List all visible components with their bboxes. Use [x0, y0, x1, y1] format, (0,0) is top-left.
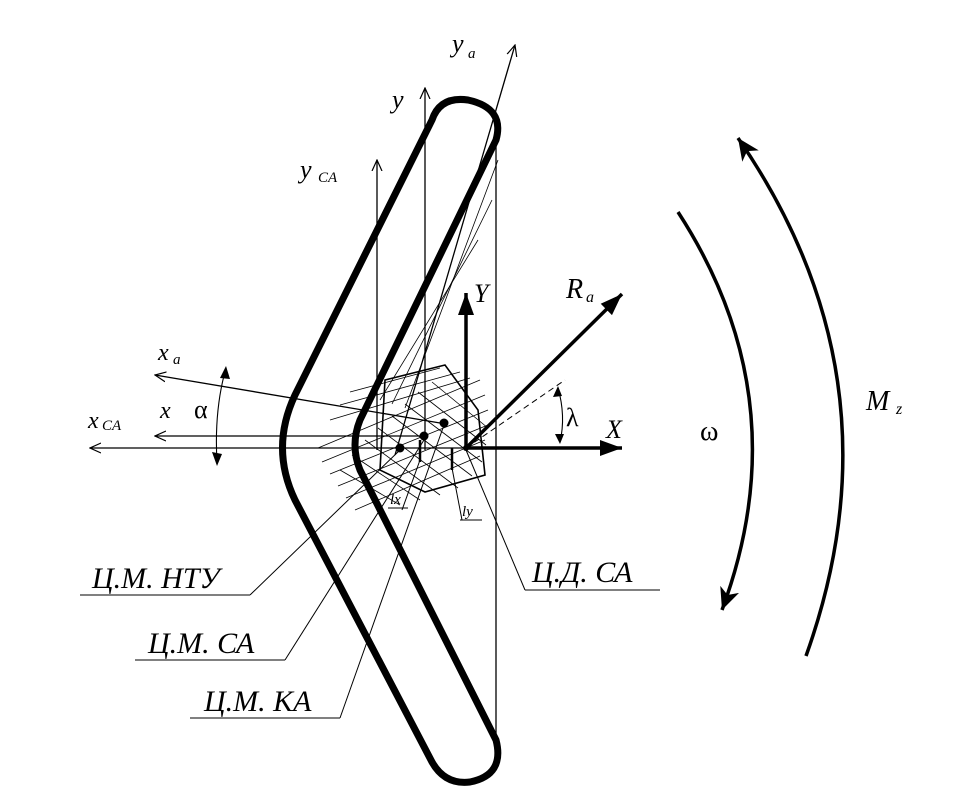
x-ca-label-sub: CA	[102, 418, 122, 434]
callout-cd-ca: Ц.Д. СА	[531, 556, 633, 589]
hatch-lines	[317, 159, 499, 511]
Y-label: Y	[474, 279, 491, 308]
X-label: X	[605, 415, 623, 444]
center-of-mass-ntu-dot	[395, 443, 405, 453]
y-a-label-sub: a	[468, 46, 476, 62]
Mz-label-sub: z	[895, 401, 903, 418]
x-a-axis	[155, 375, 441, 424]
ly-leader	[451, 467, 463, 521]
lambda-arc-arrow-top	[553, 386, 562, 397]
omega-rotation-arrow	[676, 211, 755, 611]
ly-label: ly	[462, 504, 473, 520]
alpha-label: α	[194, 395, 208, 424]
center-of-mass-ca-dot	[419, 431, 429, 441]
lx-label: lx	[390, 492, 401, 508]
lambda-arc-arrow-bottom	[555, 434, 564, 444]
lx-leader	[401, 459, 421, 511]
Ra-force-arrow	[464, 292, 624, 450]
x-a-label: x	[157, 340, 169, 366]
center-of-pressure-dot	[463, 445, 469, 451]
Mz-label: M	[865, 386, 891, 417]
y-ca-label-sub: CA	[318, 170, 338, 186]
x-a-label-sub: a	[173, 352, 181, 368]
Ra-label-sub: a	[586, 289, 594, 306]
center-of-mass-ka-dot	[439, 418, 449, 428]
alpha-arc-arrow-bottom	[212, 452, 222, 466]
vehicle-outer-outline	[279, 95, 502, 786]
omega-label: ω	[700, 416, 718, 447]
alpha-arc-arrow-top	[220, 366, 230, 379]
vehicle-body	[279, 95, 502, 786]
callout-cm-ka: Ц.М. КА	[203, 685, 312, 718]
callout-cm-ntu: Ц.М. НТУ	[91, 562, 224, 595]
Ra-label: R	[565, 274, 583, 305]
y-ca-label: y	[297, 155, 312, 184]
descent-capsule-outline	[379, 364, 486, 493]
callout-leaders	[80, 424, 660, 719]
y-a-axis	[394, 45, 515, 456]
x-ca-label: x	[87, 408, 99, 434]
lambda-label: λ	[566, 403, 579, 432]
y-a-label: y	[449, 29, 464, 58]
lambda-reference-line	[465, 379, 566, 449]
callout-cm-ca: Ц.М. СА	[147, 627, 255, 660]
x-label: x	[159, 398, 171, 424]
Mz-moment-arrow	[736, 137, 845, 657]
y-label: y	[389, 85, 404, 114]
